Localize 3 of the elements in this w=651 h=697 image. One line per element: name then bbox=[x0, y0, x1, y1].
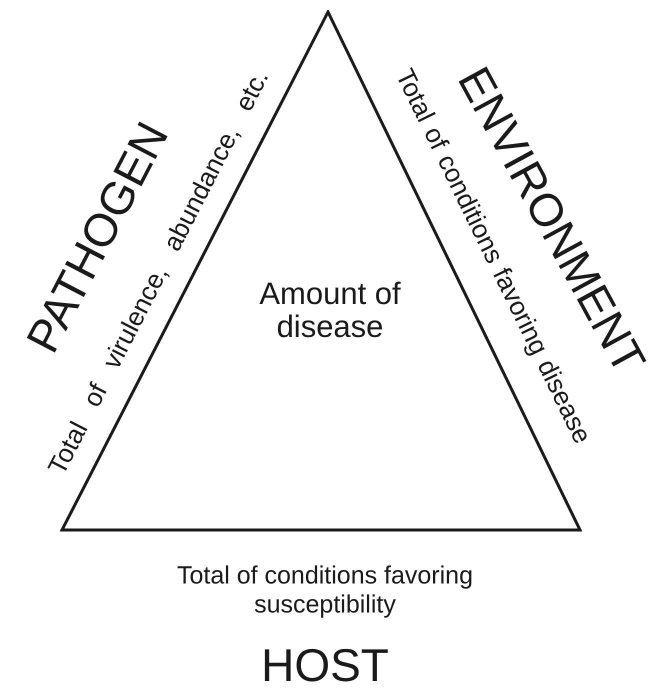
side-label: Total of conditions favoring susceptibility bbox=[176, 561, 474, 619]
factor-heading: HOST bbox=[261, 642, 389, 688]
center-label: Amount of disease bbox=[258, 278, 402, 344]
